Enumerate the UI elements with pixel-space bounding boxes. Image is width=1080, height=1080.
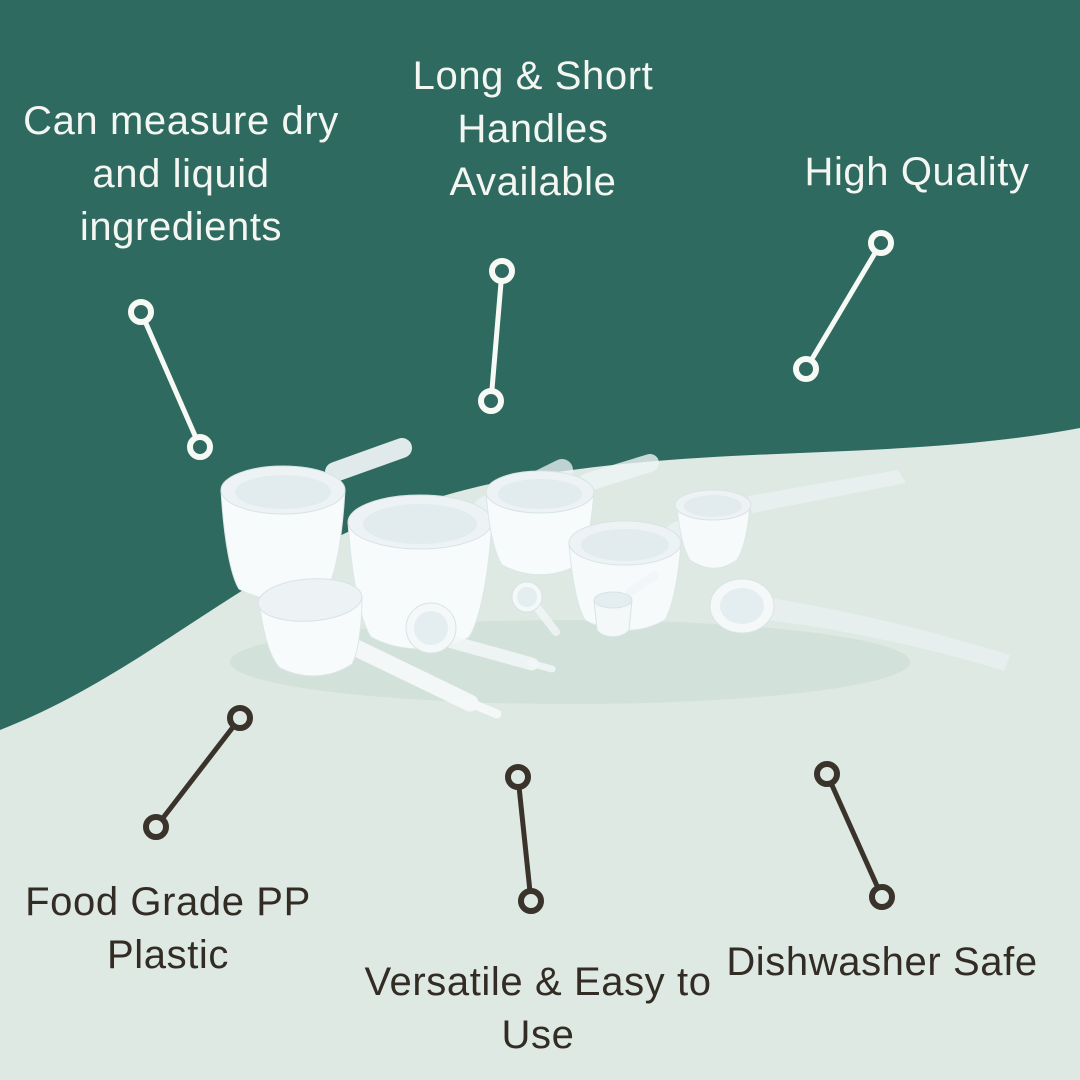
label-versatile-easy: Versatile & Easy to Use	[318, 956, 758, 1062]
connector-dot	[478, 388, 504, 414]
label-line: Long & Short	[412, 54, 654, 98]
label-line: Can measure dry	[23, 99, 339, 143]
label-line: Plastic	[106, 932, 229, 977]
label-line: and liquid	[92, 151, 270, 196]
connector-top-center	[478, 258, 515, 414]
connector-dot	[505, 764, 531, 790]
connector-dot	[187, 434, 213, 460]
connector-dot	[814, 761, 840, 787]
connector-dot	[128, 299, 154, 325]
measuring-scoop-angled	[257, 578, 502, 719]
measuring-scoop-long-handle	[674, 470, 906, 569]
connector-bottom-right	[814, 761, 895, 910]
measuring-spoon-tiny	[511, 581, 560, 636]
label-line: Use	[501, 1012, 575, 1057]
connector-bottom-left	[143, 705, 253, 840]
label-dishwasher-safe: Dishwasher Safe	[696, 936, 1068, 989]
measuring-scoop-small-cup	[593, 571, 659, 638]
connector-top-left	[128, 299, 213, 460]
connector-dot	[143, 814, 169, 840]
label-high-quality: High Quality	[762, 146, 1072, 199]
label-food-grade-pp: Food Grade PP Plastic	[0, 876, 336, 982]
measuring-spoon-small	[405, 602, 556, 673]
connector-dot	[868, 230, 894, 256]
label-line: High Quality	[804, 150, 1030, 194]
measuring-cup-3	[485, 454, 659, 576]
connector-dot	[227, 705, 253, 731]
label-line: Available	[449, 159, 617, 204]
measuring-cup-1	[220, 438, 412, 601]
label-line: Versatile & Easy to	[364, 960, 712, 1004]
connector-dot	[489, 258, 515, 284]
label-measure-dry-liquid: Can measure dry and liquid ingredients	[6, 95, 356, 253]
label-line: ingredients	[79, 204, 283, 249]
label-line: Food Grade PP	[25, 880, 311, 924]
measuring-scoops-set	[220, 438, 1010, 719]
label-long-short-handles: Long & Short Handles Available	[368, 50, 698, 208]
label-line: Handles	[457, 106, 609, 151]
connector-top-right	[793, 230, 894, 382]
measuring-spoon-long-handle	[709, 578, 1010, 671]
connector-dot	[518, 888, 544, 914]
label-line: Dishwasher Safe	[726, 940, 1038, 984]
connector-dot	[793, 356, 819, 382]
connector-bottom-center	[505, 764, 544, 914]
connector-dot	[869, 884, 895, 910]
